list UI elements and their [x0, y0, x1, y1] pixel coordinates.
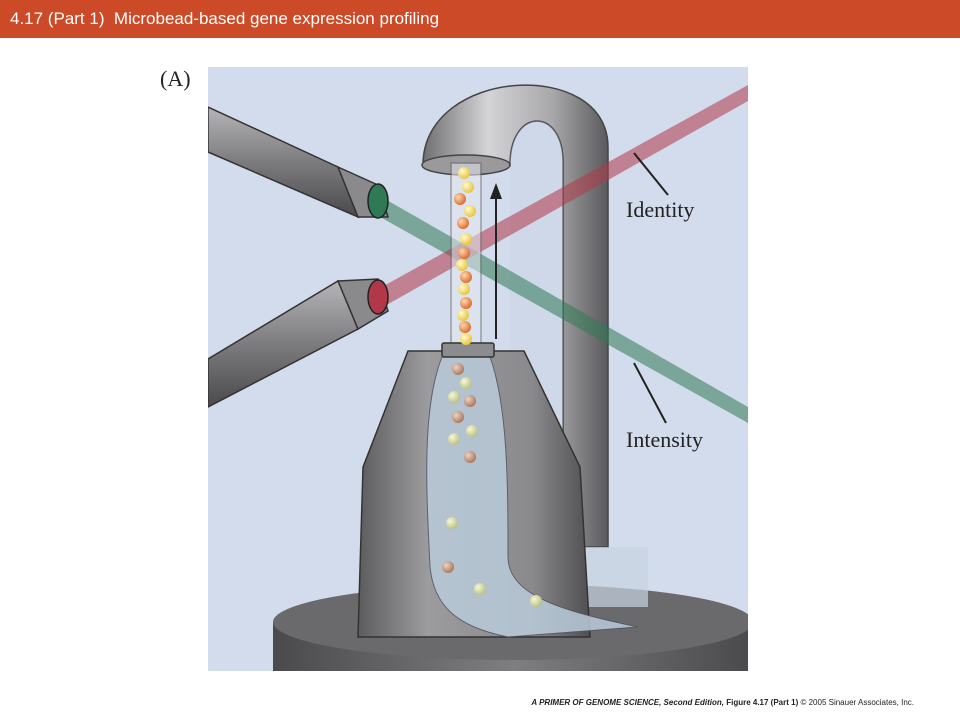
identity-label: Identity: [626, 197, 694, 222]
figure-reference: Figure 4.17 (Part 1): [726, 698, 799, 707]
copyright-notice: © 2005 Sinauer Associates, Inc.: [800, 698, 914, 707]
laser-housing-identity: [208, 278, 389, 408]
flow-cell: [357, 342, 639, 638]
laser-housing-intensity: [208, 106, 390, 219]
figure-panel: Identity Intensity: [208, 67, 748, 671]
beads-in-capillary: [454, 167, 476, 345]
intensity-label: Intensity: [626, 427, 703, 452]
panel-label: (A): [160, 66, 191, 91]
title-bar: 4.17 (Part 1) Microbead-based gene expre…: [0, 0, 960, 38]
figure-credit: A PRIMER OF GENOME SCIENCE, Second Editi…: [531, 698, 914, 707]
identity-leader-line: [633, 152, 669, 196]
beads-in-flow-cell: [442, 363, 542, 607]
intensity-leader-line: [633, 362, 667, 424]
microbead-diagram: Identity Intensity: [208, 84, 748, 671]
flow-arrow: [490, 183, 502, 339]
slide-title: 4.17 (Part 1) Microbead-based gene expre…: [10, 9, 440, 28]
book-title: A PRIMER OF GENOME SCIENCE, Second Editi…: [531, 698, 724, 707]
